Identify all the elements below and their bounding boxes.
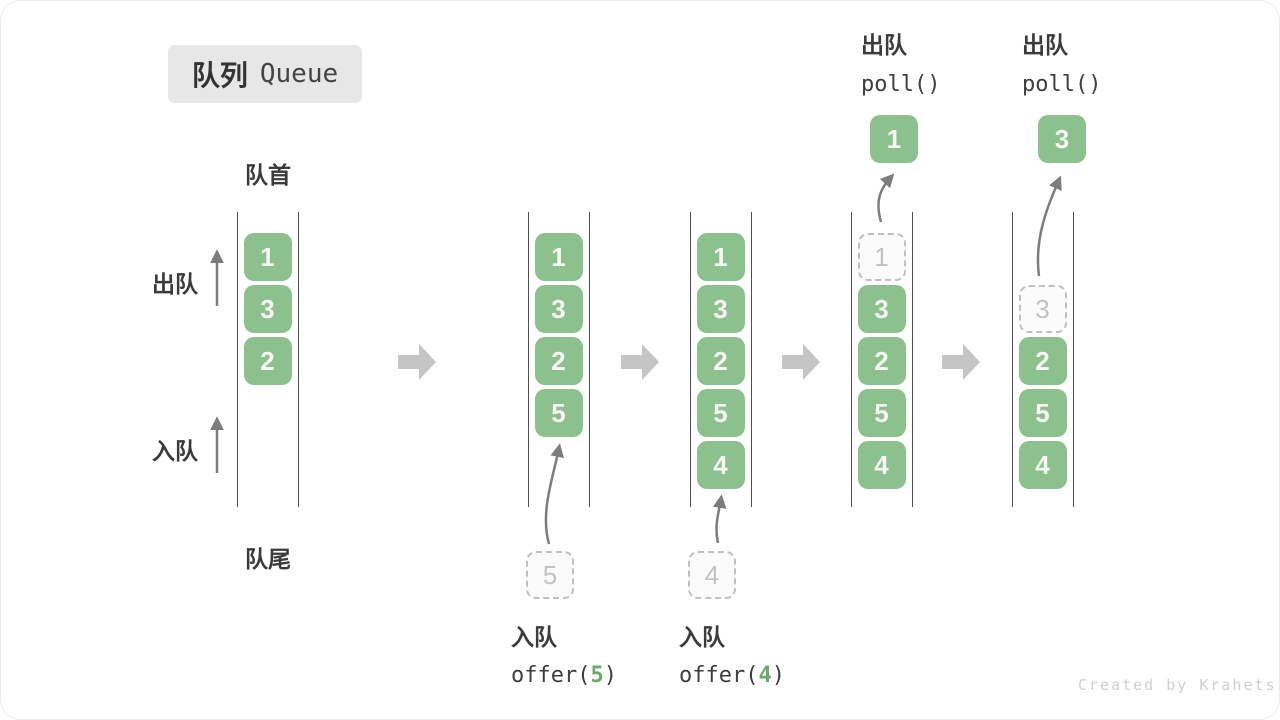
title-chip: 队列 Queue xyxy=(168,45,362,103)
queue-cell-dashed: 3 xyxy=(1018,285,1067,333)
queue-cell-solid: 3 xyxy=(534,285,583,333)
poll-header-code: poll() xyxy=(1022,72,1102,97)
offer-caption: 入队 offer(4) xyxy=(679,618,859,688)
label-dequeue: 出队 xyxy=(152,271,198,297)
queue-cell-solid: 3 xyxy=(243,285,292,333)
offer-caption-action: 入队 xyxy=(511,624,557,650)
pending-enqueue-box: 4 xyxy=(688,551,736,599)
label-queue-rear: 队尾 xyxy=(245,546,291,572)
next-state-arrow-4 xyxy=(942,344,980,380)
queue-cell-solid: 4 xyxy=(1018,441,1067,489)
queue-cell-solid: 3 xyxy=(696,285,745,333)
popped-dequeue-box: 3 xyxy=(1038,115,1086,163)
offer-caption-code: offer(5) xyxy=(511,663,617,688)
queue-cell-solid: 5 xyxy=(534,389,583,437)
title-chinese: 队列 xyxy=(191,60,248,91)
queue-cell-solid: 5 xyxy=(696,389,745,437)
poll-header: 出队 poll() xyxy=(1022,26,1182,97)
offer-caption: 入队 offer(5) xyxy=(511,618,691,688)
queue-cell-solid: 2 xyxy=(857,337,906,385)
pending-enqueue-box: 5 xyxy=(526,551,574,599)
label-enqueue: 入队 xyxy=(152,438,198,464)
next-state-arrow-3 xyxy=(782,344,820,380)
offer-caption-code: offer(4) xyxy=(679,663,785,688)
watermark: Created by Krahets xyxy=(1078,676,1277,694)
offer-arg-value: 4 xyxy=(758,663,772,688)
queue-cell-solid: 2 xyxy=(1018,337,1067,385)
offer-caption-action: 入队 xyxy=(679,624,725,650)
poll-header-code: poll() xyxy=(861,72,941,97)
queue-cell-solid: 1 xyxy=(243,233,292,281)
queue-cell-solid: 1 xyxy=(696,233,745,281)
queue-cell-solid: 4 xyxy=(696,441,745,489)
queue-cell-solid: 2 xyxy=(243,337,292,385)
poll-header-action: 出队 xyxy=(1022,32,1068,58)
label-queue-front: 队首 xyxy=(245,162,291,188)
queue-cell-solid: 5 xyxy=(857,389,906,437)
next-state-arrow-1 xyxy=(398,344,436,380)
queue-cell-solid: 3 xyxy=(857,285,906,333)
queue-cell-solid: 1 xyxy=(534,233,583,281)
title-english: Queue xyxy=(259,59,339,89)
queue-cell-solid: 5 xyxy=(1018,389,1067,437)
queue-cell-solid: 2 xyxy=(696,337,745,385)
poll-header: 出队 poll() xyxy=(861,26,1021,97)
offer-arg-value: 5 xyxy=(590,663,604,688)
queue-cell-solid: 4 xyxy=(857,441,906,489)
queue-cell-solid: 2 xyxy=(534,337,583,385)
poll-header-action: 出队 xyxy=(861,32,907,58)
queue-cell-dashed: 1 xyxy=(857,233,906,281)
popped-dequeue-box: 1 xyxy=(870,115,918,163)
next-state-arrow-2 xyxy=(621,344,659,380)
